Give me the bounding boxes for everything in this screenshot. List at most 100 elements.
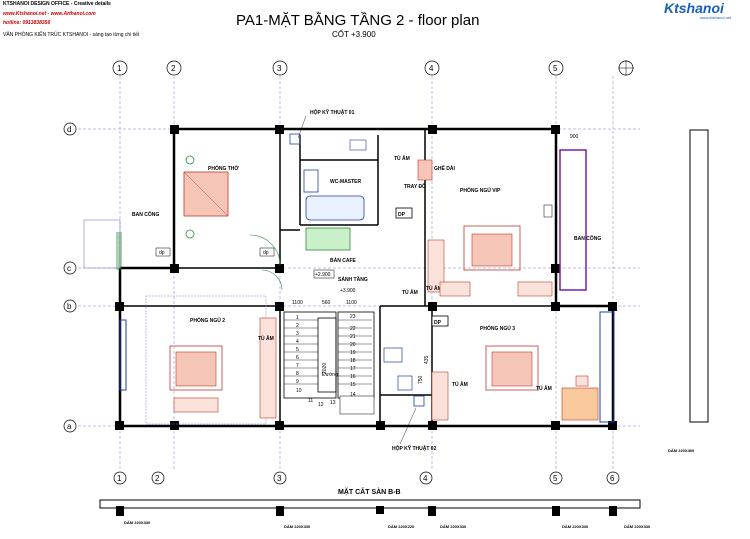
balcony-left-outline bbox=[83, 219, 121, 269]
svg-text:6: 6 bbox=[296, 355, 299, 361]
dim-lvl-2900: +2.900 bbox=[315, 272, 331, 278]
axis-bottom-2: 2 bbox=[155, 474, 160, 483]
axis-bottom-3: 3 bbox=[277, 474, 282, 483]
room-hop-ky-thuat-01: HỘP KỸ THUẬT 01 bbox=[310, 108, 355, 116]
structural-columns bbox=[115, 125, 617, 430]
room-phong-ngu-3: PHÒNG NGỦ 3 bbox=[480, 324, 515, 332]
svg-text:23: 23 bbox=[350, 314, 356, 320]
room-sanh-tang: SẢNH TẦNG bbox=[338, 276, 368, 283]
bench-icon bbox=[417, 159, 433, 181]
section-title: MẶT CẮT SÀN B-B bbox=[338, 487, 401, 496]
level-box-2900 bbox=[313, 269, 335, 279]
axis-bottom-4: 4 bbox=[423, 474, 428, 483]
svg-text:3: 3 bbox=[296, 331, 299, 337]
room-tu-am-6: TỦ ÂM bbox=[402, 289, 418, 296]
svg-text:16: 16 bbox=[350, 374, 356, 380]
plant-icon bbox=[185, 155, 195, 165]
bed-vip-blanket bbox=[471, 233, 513, 267]
dp-box-2 bbox=[431, 315, 449, 327]
interior-walls bbox=[120, 129, 556, 426]
axis-bottom-1: 1 bbox=[117, 474, 122, 483]
stair-treads bbox=[284, 319, 372, 385]
room-hop-ky-thuat-02: HỘP KỸ THUẬT 02 bbox=[392, 444, 437, 452]
dim-lvl-3900: +3.900 bbox=[340, 288, 356, 294]
axis-top-1: 1 bbox=[117, 64, 122, 73]
label-dp-2: DP bbox=[434, 320, 442, 326]
chair-pn3 bbox=[575, 375, 589, 387]
dp-small-box-2 bbox=[155, 247, 171, 257]
axis-top-3: 3 bbox=[277, 64, 282, 73]
svg-text:22: 22 bbox=[350, 326, 356, 332]
dim-900: 900 bbox=[570, 134, 579, 140]
svg-text:20: 20 bbox=[350, 342, 356, 348]
beam-label-1: DẦM 220X330 bbox=[124, 520, 151, 525]
bench-vip bbox=[517, 281, 553, 297]
company-name: KTSHANOI DESIGN OFFICE - Creative detail… bbox=[3, 1, 111, 7]
axis-markers-left: d c b a bbox=[63, 122, 77, 433]
svg-text:14: 14 bbox=[350, 392, 356, 398]
svg-text:12: 12 bbox=[318, 402, 324, 408]
beam-label-6: DẦM 220X330 bbox=[624, 524, 651, 529]
svg-text:11: 11 bbox=[308, 398, 313, 404]
room-tu-am-1: TỦ ÂM bbox=[394, 155, 410, 162]
sink-icon bbox=[349, 139, 367, 151]
stair-numbers: 1 2 3 4 5 6 7 8 9 10 11 12 13 14 15 16 1… bbox=[296, 314, 356, 408]
dim-560: 560 bbox=[322, 300, 331, 306]
axis-left-c: c bbox=[67, 264, 71, 273]
svg-text:10: 10 bbox=[296, 388, 302, 394]
sink-2-icon bbox=[383, 347, 403, 363]
toilet-2-icon bbox=[397, 375, 413, 391]
room-tu-am-5: TỦ ÂM bbox=[536, 385, 552, 392]
beam-label-5: DẦM 220X330 bbox=[562, 524, 589, 529]
room-phong-ngu-vip: PHÒNG NGỦ VIP bbox=[460, 186, 501, 194]
office-tagline: VĂN PHÒNG KIẾN TRÚC KTSHANOI - sáng tạo … bbox=[3, 32, 140, 38]
door-swing-2 bbox=[261, 269, 283, 291]
wardrobe-pn3 bbox=[431, 371, 449, 421]
brand-logo-site: www.ktshanoi.net bbox=[700, 15, 732, 20]
room-tu-am-4: TỦ ÂM bbox=[452, 381, 468, 388]
axis-top-5: 5 bbox=[553, 64, 558, 73]
svg-text:17: 17 bbox=[350, 366, 356, 372]
section-beams bbox=[116, 506, 617, 516]
bed-pn3 bbox=[485, 345, 539, 391]
wardrobe-vip bbox=[427, 239, 445, 293]
plant-icon-2 bbox=[185, 229, 195, 239]
shelf-vip bbox=[439, 281, 471, 297]
tech-shaft-01 bbox=[289, 133, 301, 145]
room-wc-master: WC-MASTER bbox=[330, 179, 361, 185]
window-left bbox=[119, 319, 127, 391]
window-right bbox=[599, 311, 615, 423]
beam-label-4: DẦM 220X330 bbox=[440, 524, 467, 529]
desk-pn3 bbox=[561, 387, 599, 421]
brand-logo: Ktshanoi bbox=[664, 0, 724, 16]
svg-text:18: 18 bbox=[350, 358, 356, 364]
balcony-right-railing bbox=[559, 149, 587, 291]
svg-text:4: 4 bbox=[296, 339, 299, 345]
dp-small-box-1 bbox=[259, 247, 275, 257]
stair-landing bbox=[339, 395, 375, 415]
bed-pn3-blanket bbox=[491, 351, 533, 387]
axis-bottom-6: 6 bbox=[610, 474, 615, 483]
dim-2020: 2020 bbox=[322, 363, 328, 374]
room-ghe-dai: GHẾ DÀI bbox=[434, 165, 455, 172]
bed-pn2 bbox=[169, 345, 223, 391]
side-beam-elevation bbox=[689, 129, 709, 423]
room-ban-cong-left: BAN CÔNG bbox=[132, 210, 159, 218]
logo-text: Ktshanoi bbox=[664, 0, 724, 16]
svg-text:19: 19 bbox=[350, 350, 356, 356]
staircase bbox=[283, 311, 337, 399]
room-tu-am-2: TỦ ÂM bbox=[426, 285, 442, 292]
bed-vip bbox=[463, 225, 521, 271]
axis-left-b: b bbox=[67, 302, 72, 311]
room-phong-tho: PHÒNG THỜ bbox=[208, 164, 239, 172]
page-title: PA1-MẶT BẰNG TẦNG 2 - floor plan bbox=[236, 12, 480, 29]
section-slab bbox=[99, 499, 641, 509]
label-dp-small-2: dp bbox=[159, 250, 165, 256]
ac-unit-icon bbox=[543, 204, 553, 218]
room-tray-do: TRAY ĐỒ bbox=[404, 183, 426, 190]
room-phong-ngu-2: PHÒNG NGỦ 2 bbox=[190, 316, 225, 324]
company-websites: www.Ktshanoi.net - www.Arthanoi.com bbox=[3, 11, 96, 17]
axis-markers-top: 1 2 3 4 5 bbox=[112, 60, 634, 76]
stair-well bbox=[317, 317, 337, 393]
